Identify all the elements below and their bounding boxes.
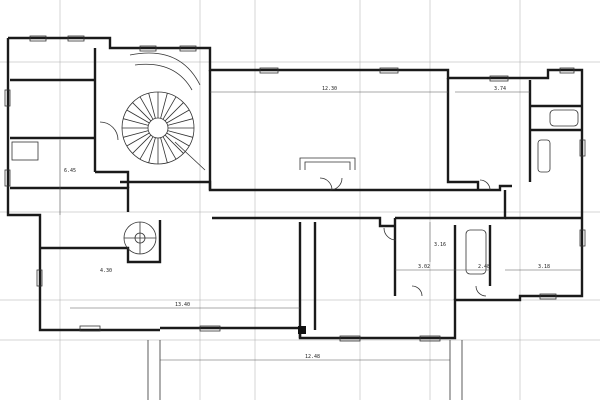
stair-tread <box>132 134 152 154</box>
dim-label: 4.30 <box>100 268 112 274</box>
stair-tread <box>160 137 168 163</box>
stair-tread <box>166 109 190 124</box>
stair-tread <box>132 102 152 122</box>
dimension-labels: 12.30 3.74 6.45 4.30 13.40 3.02 3.16 2.4… <box>64 86 550 360</box>
dim-label: 13.40 <box>175 302 190 308</box>
stair-tread <box>167 130 193 138</box>
stair-tread <box>123 130 149 138</box>
dim-label: 12.48 <box>305 354 320 360</box>
bathtubs <box>11 109 579 275</box>
dim-label: 3.74 <box>494 86 506 92</box>
dim-label: 3.02 <box>418 264 430 270</box>
small-stair <box>123 221 157 255</box>
dim-label: 2.48 <box>478 264 490 270</box>
dim-label: 3.16 <box>434 242 446 248</box>
dim-label: 3.18 <box>538 264 550 270</box>
stair-tread <box>148 137 156 163</box>
lower-extensions <box>147 326 463 400</box>
stair-tread <box>139 136 154 160</box>
stair-tread <box>162 96 177 120</box>
spiral-staircase <box>121 52 206 171</box>
stair-tread <box>164 102 184 122</box>
door-swings <box>99 121 491 297</box>
stair-tread <box>123 118 149 126</box>
dimension-lines <box>59 91 582 361</box>
dim-label: 6.45 <box>64 168 76 174</box>
stair-tread <box>166 132 190 147</box>
stair-tread <box>139 96 154 120</box>
stair-tread <box>160 93 168 119</box>
dim-label: 12.30 <box>322 86 337 92</box>
stair-tread <box>126 109 150 124</box>
stair-tread <box>167 118 193 126</box>
interior-walls <box>10 78 582 338</box>
stair-tread <box>126 132 150 147</box>
stair-tread <box>162 136 177 160</box>
stair-tread <box>148 93 156 119</box>
balcony <box>299 157 356 170</box>
stair-tread <box>164 134 184 154</box>
windows <box>4 35 586 342</box>
